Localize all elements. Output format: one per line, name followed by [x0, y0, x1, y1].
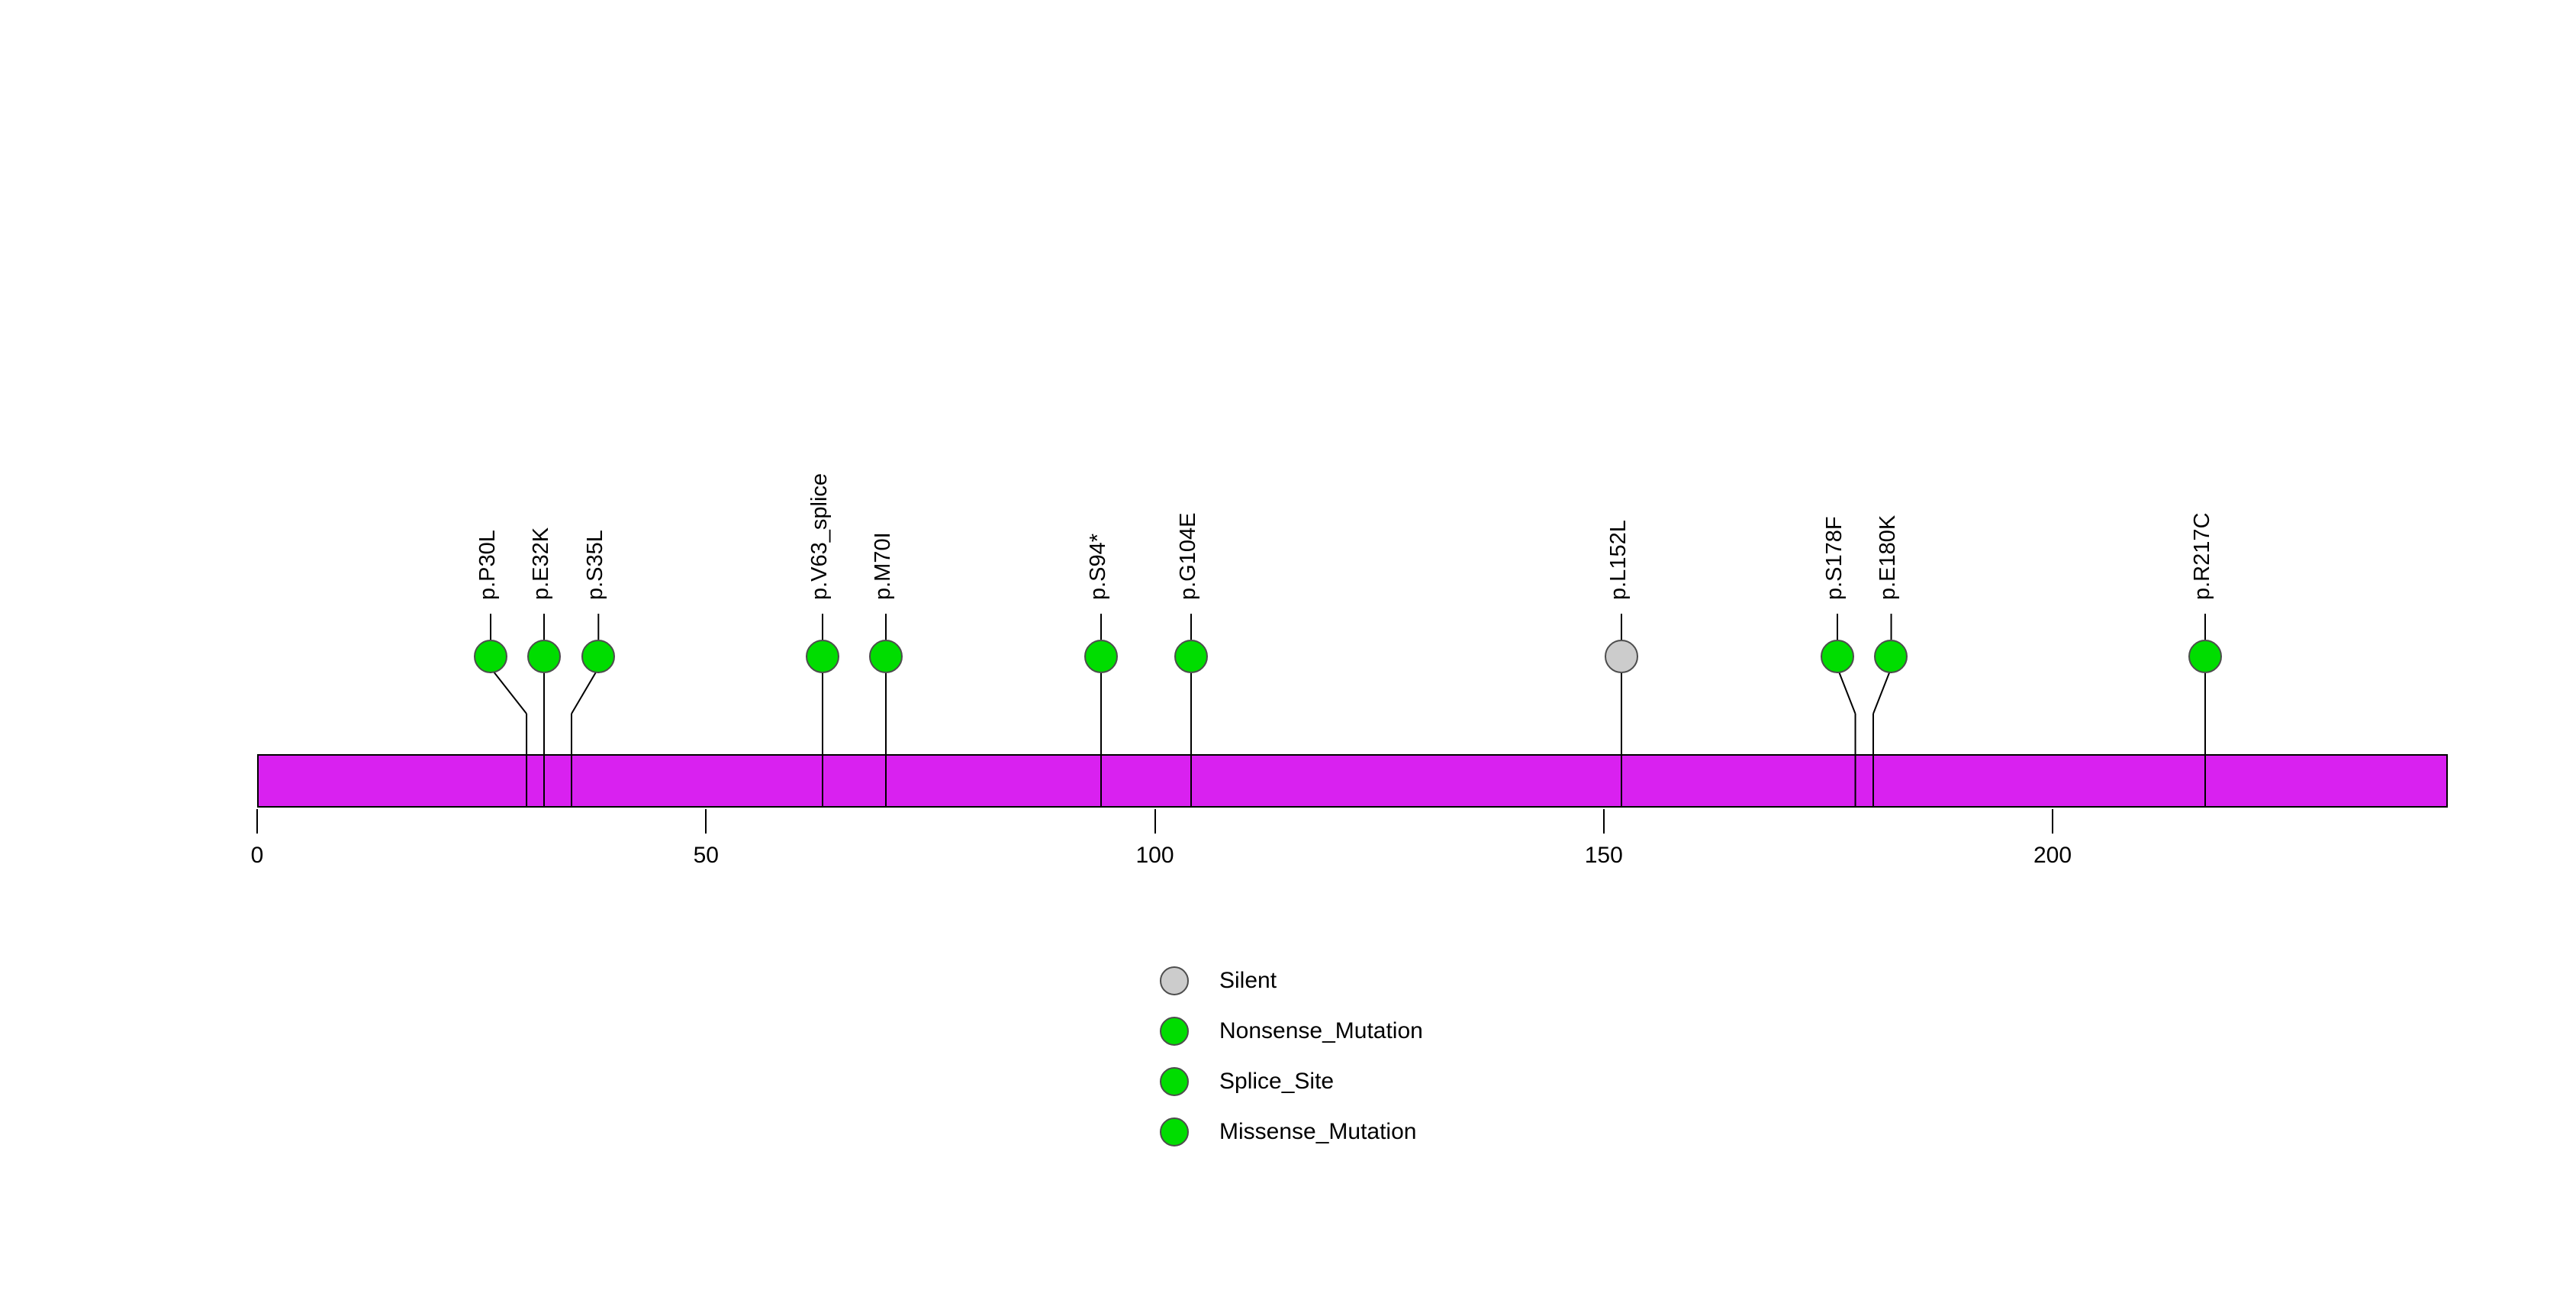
mutation-marker[interactable] [1820, 640, 1854, 673]
mutation-marker[interactable] [868, 640, 903, 673]
legend-label: Silent [1219, 968, 1277, 993]
axis-tick-label: 100 [1135, 843, 1174, 868]
mutation-label: p.S94* [1085, 533, 1110, 600]
legend-item[interactable]: Nonsense_Mutation [1160, 1006, 1423, 1056]
mutation-marker[interactable] [1084, 640, 1118, 673]
axis-tick-line [705, 809, 707, 834]
mutation-label: p.G104E [1175, 512, 1200, 600]
mutation-label: p.L152L [1606, 520, 1631, 600]
axis-tick-line [1602, 809, 1605, 834]
mutation-marker[interactable] [473, 640, 507, 673]
mutation-marker[interactable] [2188, 640, 2222, 673]
legend-swatch-circle-icon [1160, 1017, 1189, 1046]
legend-item[interactable]: Splice_Site [1160, 1056, 1423, 1107]
mutation-marker[interactable] [581, 640, 616, 673]
legend-swatch-circle-icon [1160, 1067, 1189, 1096]
mutation-marker[interactable] [1874, 640, 1908, 673]
mutation-label: p.S178F [1821, 516, 1847, 600]
mutation-marker[interactable] [527, 640, 562, 673]
axis-tick-label: 200 [2033, 843, 2072, 868]
axis-tick-line [1154, 809, 1156, 834]
axis-tick-label: 150 [1584, 843, 1623, 868]
axis-tick-line [256, 809, 258, 834]
legend-item[interactable]: Silent [1160, 956, 1423, 1006]
mutation-label: p.P30L [475, 530, 500, 600]
legend-swatch-circle-icon [1160, 966, 1189, 995]
axis-tick-line [2052, 809, 2053, 834]
protein-backbone-bar [257, 754, 2448, 808]
legend-swatch-circle-icon [1160, 1117, 1189, 1146]
mutation-label: p.M70I [870, 532, 895, 600]
legend-label: Missense_Mutation [1219, 1119, 1417, 1144]
legend-item[interactable]: Missense_Mutation [1160, 1107, 1423, 1157]
axis-tick-label: 50 [693, 843, 719, 868]
mutation-label: p.R217C [2190, 512, 2214, 600]
legend-label: Nonsense_Mutation [1219, 1018, 1423, 1043]
mutation-marker[interactable] [1605, 640, 1639, 673]
mutation-label: p.E180K [1876, 514, 1901, 600]
mutation-label: p.V63_splice [807, 472, 832, 600]
axis-tick-label: 0 [250, 843, 264, 868]
mutation-marker[interactable] [1174, 640, 1208, 673]
mutation-label: p.E32K [529, 527, 554, 600]
legend-label: Splice_Site [1219, 1069, 1335, 1094]
mutation-marker[interactable] [806, 640, 840, 673]
mutation-label: p.S35L [583, 530, 608, 600]
